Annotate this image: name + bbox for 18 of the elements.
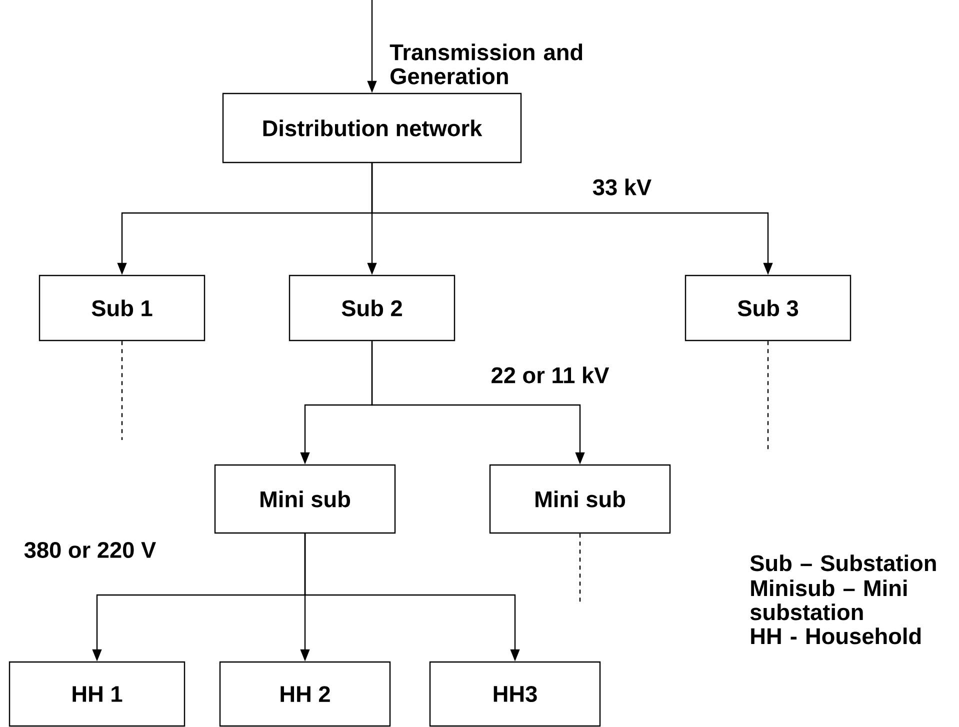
dashed-line	[767, 341, 769, 450]
note-text: Minisub – Mini substation	[750, 580, 907, 620]
voltage-label: 380 or 220 V	[24, 542, 156, 558]
process-box: HH 1	[8, 661, 186, 727]
process-box: Sub 3	[684, 274, 852, 342]
process-box: Mini sub	[489, 464, 671, 534]
note-text: HH - Household	[751, 628, 921, 644]
process-box: Sub 1	[38, 274, 206, 342]
note-text: Sub – Substation	[750, 554, 936, 572]
process-box: Mini sub	[214, 464, 396, 534]
voltage-label: 33 kV	[592, 178, 652, 196]
process-box: Sub 2	[288, 274, 456, 342]
voltage-label: 22 or 11 kV	[492, 366, 610, 384]
process-box: HH3	[429, 661, 601, 727]
process-box: Distribution network	[222, 92, 522, 164]
dashed-line	[121, 341, 123, 440]
edge-label: Transmission and Generation	[388, 42, 591, 86]
process-box: HH 2	[219, 661, 391, 727]
